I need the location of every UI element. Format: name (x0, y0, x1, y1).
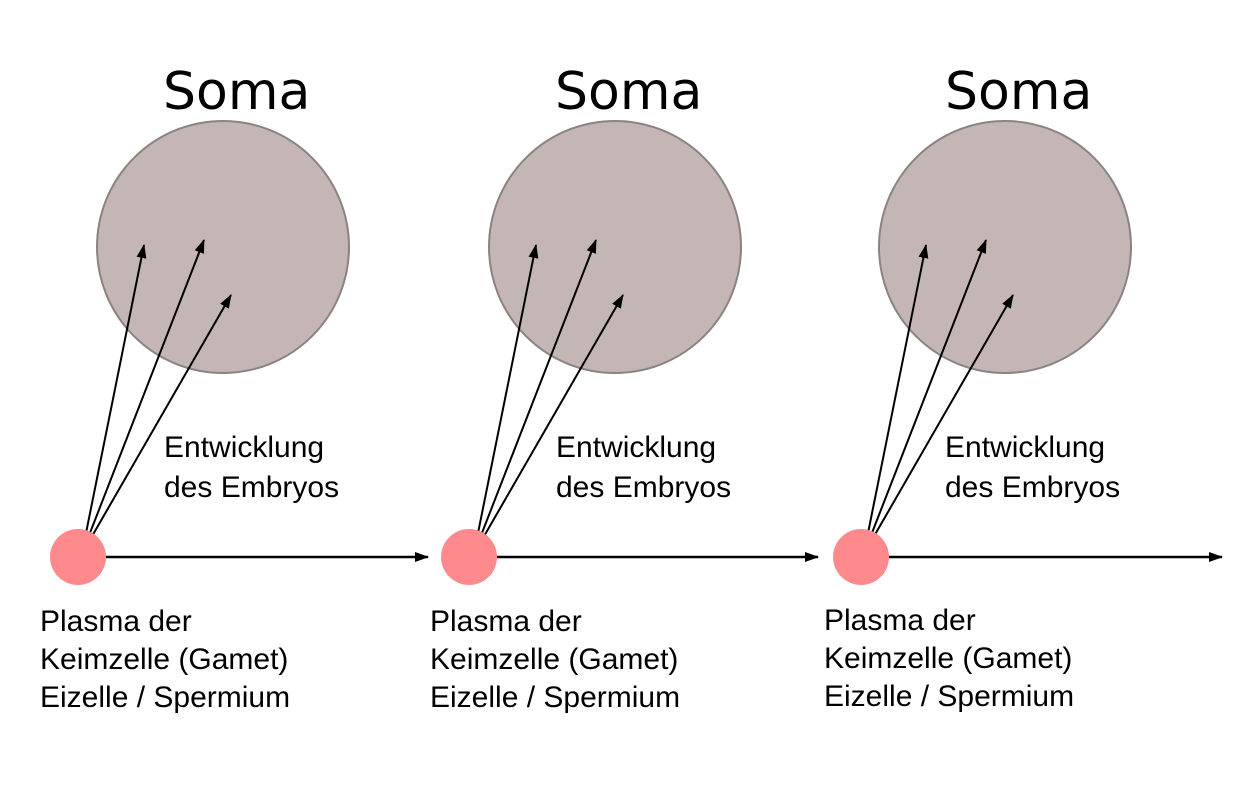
development-label-line: des Embryos (556, 471, 732, 504)
germ-cell-label-line: Eizelle / Spermium (40, 681, 291, 714)
germ-cell (441, 529, 497, 585)
development-arrow (90, 294, 232, 539)
development-label: Entwicklung des Embryos (164, 428, 339, 508)
development-label-line: Entwicklung (556, 431, 717, 464)
stage-1 (50, 120, 429, 585)
soma-circle (878, 120, 1132, 374)
development-label: Entwicklung des Embryos (945, 428, 1120, 508)
development-arrow (479, 239, 597, 539)
development-arrow (476, 244, 539, 539)
germ-cell-label: Plasma der Keimzelle (Gamet) Eizelle / S… (430, 603, 680, 717)
soma-title: Soma (555, 62, 703, 122)
germ-cell-label-line: Plasma der (40, 605, 192, 638)
soma-title: Soma (163, 62, 311, 122)
germ-cell-label: Plasma der Keimzelle (Gamet) Eizelle / S… (40, 603, 290, 717)
germ-cell-label-line: Keimzelle (Gamet) (824, 642, 1073, 675)
germ-cell-label: Plasma der Keimzelle (Gamet) Eizelle / S… (824, 602, 1074, 716)
development-arrow (869, 239, 987, 539)
development-label: Entwicklung des Embryos (556, 428, 731, 508)
development-arrow (87, 239, 205, 539)
germ-cell-label-line: Plasma der (430, 605, 582, 638)
germ-cell (50, 529, 106, 585)
soma-title: Soma (945, 62, 1093, 122)
development-arrow (866, 244, 929, 539)
stage-2 (441, 120, 819, 585)
development-label-line: Entwicklung (945, 431, 1106, 464)
stage-3 (833, 120, 1223, 585)
development-arrow (84, 244, 147, 539)
development-label-line: des Embryos (945, 471, 1121, 504)
germ-cell-label-line: Eizelle / Spermium (430, 681, 681, 714)
development-label-line: des Embryos (164, 471, 340, 504)
germ-cell (833, 529, 889, 585)
germ-cell-label-line: Plasma der (824, 604, 976, 637)
soma-circle (488, 120, 742, 374)
development-arrow (482, 294, 624, 539)
development-label-line: Entwicklung (164, 431, 325, 464)
germ-cell-label-line: Keimzelle (Gamet) (430, 643, 679, 676)
development-arrow (872, 294, 1014, 539)
germ-cell-label-line: Eizelle / Spermium (824, 680, 1075, 713)
soma-circle (96, 120, 350, 374)
germ-cell-label-line: Keimzelle (Gamet) (40, 643, 289, 676)
